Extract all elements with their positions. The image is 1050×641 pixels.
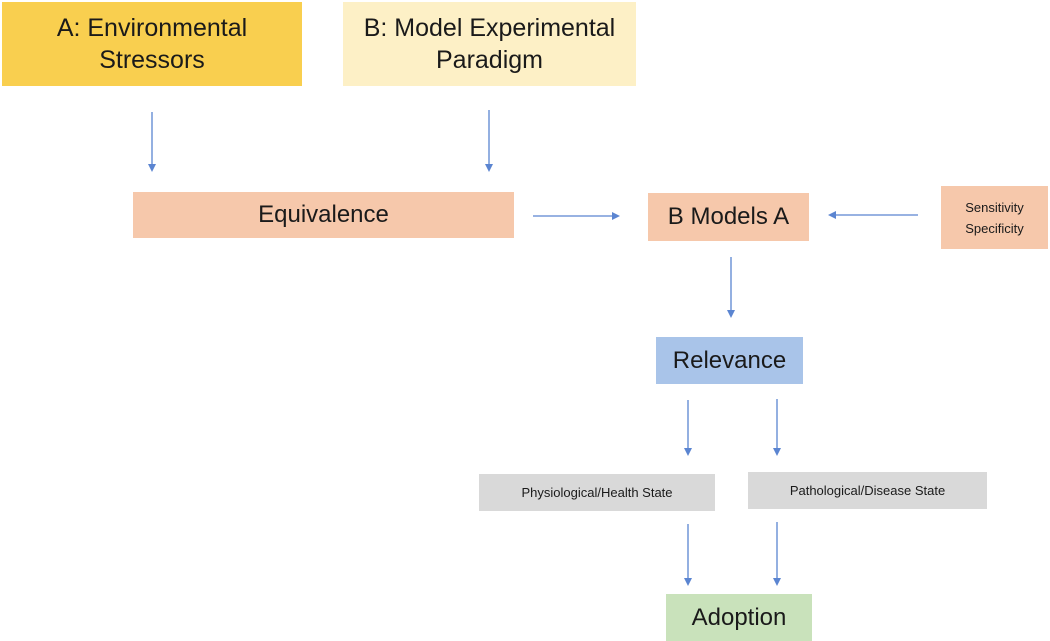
physiological-state-label: Physiological/Health State [521,485,673,500]
arrow-stressors-to-equivalence [148,112,156,172]
arrow-equivalence-to-b-models-a [533,212,620,220]
arrow-relevance-to-physiological [684,400,692,456]
arrow-paradigm-to-equivalence [485,110,493,172]
relevance-label: Relevance [672,346,787,374]
b-models-a-box: B Models A [648,193,809,241]
sensitivity-specificity-box: Sensitivity Specificity [941,186,1048,249]
model-paradigm-line2: Paradigm [435,46,543,74]
model-experimental-paradigm-box: B: Model Experimental Paradigm [343,2,636,86]
specificity-label: Specificity [965,220,1024,236]
b-models-a-label: B Models A [667,203,790,230]
adoption-label: Adoption [691,603,787,631]
model-paradigm-line1: B: Model Experimental [363,14,616,42]
arrow-pathological-to-adoption [773,522,781,586]
arrow-relevance-to-pathological [773,399,781,456]
environmental-stressors-line2: Stressors [99,46,205,74]
sensitivity-label: Sensitivity [965,199,1024,215]
arrow-physiological-to-adoption [684,524,692,586]
equivalence-box: Equivalence [133,192,514,238]
physiological-state-box: Physiological/Health State [479,474,715,511]
arrow-b-models-a-to-relevance [727,257,735,318]
pathological-state-box: Pathological/Disease State [748,472,987,509]
adoption-box: Adoption [666,594,812,641]
pathological-state-label: Pathological/Disease State [789,483,946,498]
arrow-sensitivity-to-b-models-a [828,211,918,219]
environmental-stressors-box: A: Environmental Stressors [2,2,302,86]
relevance-box: Relevance [656,337,803,384]
environmental-stressors-line1: A: Environmental [56,14,248,42]
equivalence-label: Equivalence [258,201,389,228]
